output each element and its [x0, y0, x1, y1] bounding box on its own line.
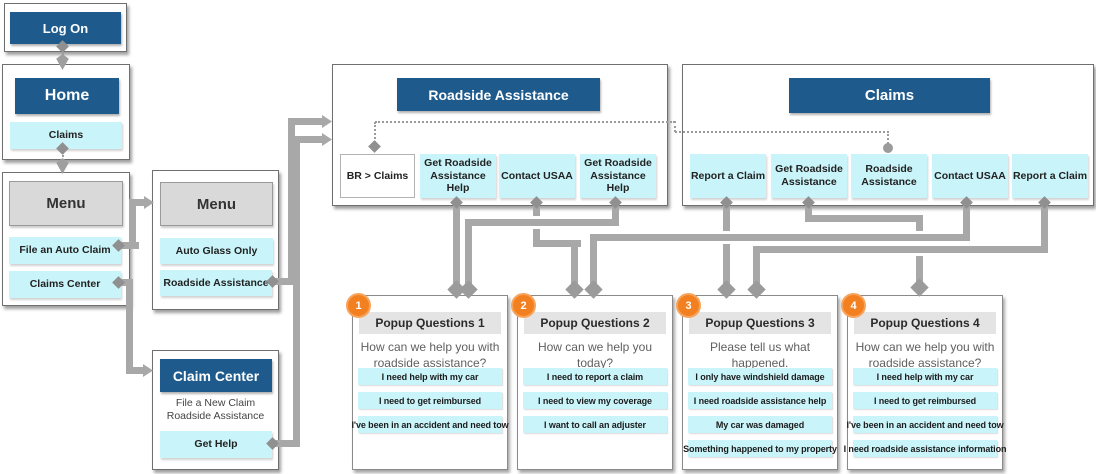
connector-menu2ra-rapanel: [288, 118, 322, 125]
connector-br-claims-dotted-v3: [887, 131, 889, 144]
connector-racontact-popup2: [533, 240, 581, 247]
claims-panel-header: Claims: [789, 78, 990, 113]
connector-gethelp-rapanel: [275, 440, 300, 447]
arrow-right-icon: [322, 115, 332, 128]
popup1-question: How can we help you with roadside assist…: [360, 340, 500, 370]
menu1-item-file-auto-claim[interactable]: File an Auto Claim: [9, 237, 121, 264]
connector-claimscontact-popup2: [963, 205, 970, 241]
menu2-item-roadside-assistance[interactable]: Roadside Assistance: [160, 270, 272, 296]
popup2-option-1[interactable]: I need to report a claim: [523, 368, 667, 385]
connector-br-claims-dotted-h1: [375, 121, 675, 123]
circle-marker-icon: [883, 143, 893, 153]
claims-btn-contact-usaa[interactable]: Contact USAA: [932, 154, 1008, 198]
popup4-option-2[interactable]: I need to get reimbursed: [853, 392, 997, 409]
home-header: Home: [15, 78, 119, 114]
roadside-btn-get-help-2[interactable]: Get Roadside Assistance Help: [580, 154, 656, 198]
connector-getroadside-popup4: [916, 215, 923, 292]
connector-report2-popup3: [1041, 205, 1048, 253]
popup4-question: How can we help you with roadside assist…: [855, 340, 995, 370]
popup3-option-1[interactable]: I only have windshield damage: [688, 368, 832, 385]
connector-logon-home: [62, 50, 64, 58]
logon-header[interactable]: Log On: [10, 12, 121, 44]
connector-getroadside-popup4: [805, 215, 923, 222]
popup2-number-badge: 2: [511, 293, 536, 318]
popup4-option-4[interactable]: I need roadside assistance information: [844, 440, 1006, 457]
popup1-title: Popup Questions 1: [359, 312, 501, 334]
claims-btn-get-roadside[interactable]: Get Roadside Assistance: [771, 154, 847, 198]
connector-claimscontact-popup2: [590, 234, 970, 241]
connector-claimscenter-claimcenter: [126, 367, 144, 374]
arrow-diamond-icon: [910, 278, 929, 297]
popup-questions-1: Popup Questions 1 How can we help you wi…: [352, 295, 509, 470]
arrow-right-icon: [322, 133, 332, 146]
popup-questions-4: Popup Questions 4 How can we help you wi…: [844, 295, 1006, 470]
menu1-screen: Menu File an Auto Claim Claims Center: [2, 172, 130, 306]
menu2-header: Menu: [160, 182, 273, 226]
connector-fileclaim-menu2: [129, 199, 146, 206]
roadside-assistance-panel: Roadside Assistance BR > Claims Get Road…: [332, 64, 668, 206]
connector-claimscontact-popup2: [590, 234, 597, 293]
claim-center-item-get-help[interactable]: Get Help: [160, 431, 272, 458]
popup3-title: Popup Questions 3: [689, 312, 831, 334]
connector-br-claims-dotted-v2: [674, 121, 676, 132]
connector-gethelp-rapanel: [293, 136, 322, 143]
connector-ragethelp2-popup1: [612, 205, 619, 226]
popup1-option-1[interactable]: I need help with my car: [358, 368, 502, 385]
popup3-option-4[interactable]: Something happened to my property: [683, 440, 837, 457]
connector-menu2ra-rapanel: [275, 278, 295, 285]
popup1-option-3[interactable]: I've been in an accident and need tow: [352, 416, 509, 433]
popup2-question: How can we help you today?: [537, 340, 653, 370]
popup3-question: Please tell us what happened.: [709, 340, 811, 370]
connector-br-claims-dotted-h2: [675, 131, 889, 133]
popup3-number-badge: 3: [676, 293, 701, 318]
popup2-title: Popup Questions 2: [524, 312, 666, 334]
menu1-item-claims-center[interactable]: Claims Center: [9, 271, 121, 298]
claims-btn-report-1[interactable]: Report a Claim: [690, 154, 766, 198]
connector-ragethelp1-popup1: [453, 205, 460, 293]
connector-menu2ra-rapanel: [288, 118, 295, 285]
popup3-option-2[interactable]: I need roadside assistance help: [688, 392, 832, 409]
roadside-panel-header: Roadside Assistance: [397, 78, 600, 111]
claims-btn-report-2[interactable]: Report a Claim: [1012, 154, 1088, 198]
connector-ragethelp2-popup1: [465, 219, 472, 293]
home-screen: Home Claims: [2, 64, 130, 160]
roadside-btn-get-help-1[interactable]: Get Roadside Assistance Help: [420, 154, 496, 198]
claim-center-subtitle-line2: Roadside Assistance: [166, 410, 265, 422]
connector-getroadside-popup4: [805, 205, 812, 222]
popup2-option-2[interactable]: I need to view my coverage: [523, 392, 667, 409]
popup4-option-3[interactable]: I've been in an accident and need tow: [847, 416, 1004, 433]
roadside-btn-br-claims[interactable]: BR > Claims: [340, 154, 415, 198]
home-item-claims[interactable]: Claims: [10, 122, 122, 149]
popup4-option-1[interactable]: I need help with my car: [853, 368, 997, 385]
connector-gethelp-rapanel: [293, 136, 300, 447]
popup2-option-3[interactable]: I want to call an adjuster: [523, 416, 667, 433]
claims-btn-roadside[interactable]: Roadside Assistance: [851, 154, 927, 198]
connector-report2-popup3: [753, 246, 760, 293]
popup-questions-2: Popup Questions 2 How can we help you to…: [517, 295, 673, 470]
connector-claims-menu: [62, 152, 64, 161]
popup4-number-badge: 4: [841, 293, 866, 318]
popup4-title: Popup Questions 4: [854, 312, 996, 334]
popup1-number-badge: 1: [346, 293, 371, 318]
connector-fileclaim-menu2: [129, 199, 136, 249]
connector-racontact-popup2: [533, 205, 540, 247]
arrow-right-icon: [143, 364, 153, 377]
connector-ragethelp2-popup1: [465, 219, 619, 226]
claim-center-subtitle-line1: File a New Claim: [175, 397, 256, 409]
menu2-item-auto-glass[interactable]: Auto Glass Only: [160, 238, 273, 264]
connector-claimscenter-claimcenter: [126, 279, 133, 374]
claim-center-header: Claim Center: [160, 359, 272, 392]
popup1-option-2[interactable]: I need to get reimbursed: [358, 392, 502, 409]
connector-racontact-popup2: [571, 240, 578, 293]
popup3-option-3[interactable]: My car was damaged: [688, 416, 832, 433]
claim-center-screen: Claim Center File a New Claim Roadside A…: [152, 350, 279, 470]
menu2-screen: Menu Auto Glass Only Roadside Assistance: [152, 170, 279, 310]
menu1-header: Menu: [9, 181, 123, 226]
popup-questions-3: Popup Questions 3 Please tell us what ha…: [682, 295, 838, 470]
roadside-btn-contact-usaa[interactable]: Contact USAA: [499, 154, 575, 198]
arrow-right-icon: [144, 196, 154, 209]
connector-report1-popup3: [723, 205, 730, 293]
connector-br-claims-dotted-v1: [374, 122, 376, 143]
connector-report2-popup3: [753, 246, 1048, 253]
